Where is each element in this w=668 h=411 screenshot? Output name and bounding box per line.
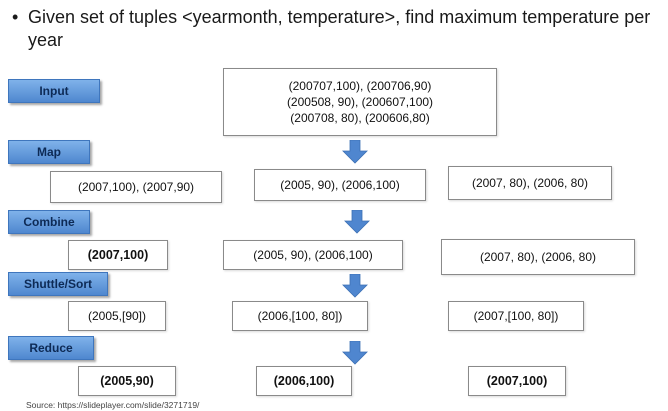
down-arrow-icon: [344, 210, 370, 234]
down-arrow-icon: [342, 341, 368, 365]
shuffle-output-1: (2005,[90]): [68, 301, 166, 331]
stage-combine: Combine: [8, 210, 90, 234]
stage-input: Input: [8, 79, 100, 103]
reduce-output-3: (2007,100): [468, 366, 566, 396]
down-arrow-icon: [342, 140, 368, 164]
input-line: (200707,100), (200706,90): [288, 79, 432, 93]
map-output-3: (2007, 80), (2006, 80): [448, 166, 612, 200]
combine-output-1: (2007,100): [68, 240, 168, 270]
reduce-output-2: (2006,100): [256, 366, 352, 396]
heading-text: Given set of tuples <yearmonth, temperat…: [28, 7, 651, 50]
shuffle-output-3: (2007,[100, 80]): [448, 301, 584, 331]
down-arrow-icon: [342, 274, 368, 298]
input-line: (200708, 80), (200606,80): [290, 111, 430, 125]
input-line: (200508, 90), (200607,100): [286, 95, 434, 109]
reduce-output-1: (2005,90): [78, 366, 176, 396]
map-output-1: (2007,100), (2007,90): [50, 171, 222, 203]
stage-shuffle-sort: Shuttle/Sort: [8, 272, 108, 296]
combine-output-3: (2007, 80), (2006, 80): [441, 239, 635, 275]
bullet-marker: •: [12, 7, 19, 27]
stage-map: Map: [8, 140, 90, 164]
source-caption: Source: https://slideplayer.com/slide/32…: [26, 400, 200, 410]
shuffle-output-2: (2006,[100, 80]): [232, 301, 368, 331]
map-output-2: (2005, 90), (2006,100): [254, 169, 426, 201]
heading: • Given set of tuples <yearmonth, temper…: [12, 6, 652, 52]
stage-reduce: Reduce: [8, 336, 94, 360]
combine-output-2: (2005, 90), (2006,100): [223, 240, 403, 270]
input-box: (200707,100), (200706,90) (200508, 90), …: [223, 68, 497, 136]
